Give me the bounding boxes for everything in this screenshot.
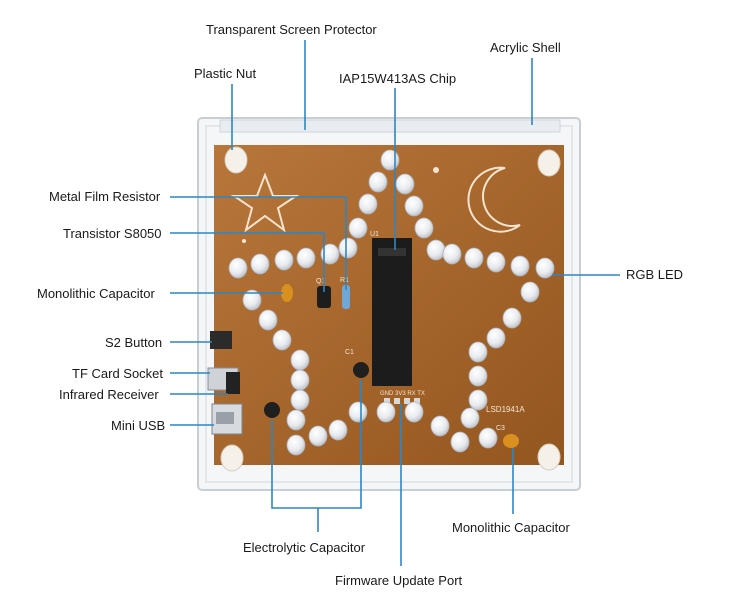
label-metal-film-resistor: Metal Film Resistor xyxy=(49,189,161,204)
electrolytic-cap-1 xyxy=(264,402,280,418)
led xyxy=(468,365,488,387)
led xyxy=(535,257,555,279)
led xyxy=(286,409,306,431)
silkscreen-dot xyxy=(433,167,439,173)
led xyxy=(395,173,415,195)
mark-q1: Q1 xyxy=(316,278,325,285)
led xyxy=(250,253,270,275)
silkscreen-moon xyxy=(467,166,521,233)
label-tf-card-socket: TF Card Socket xyxy=(72,366,164,381)
led-group xyxy=(228,149,555,456)
label-acrylic-shell: Acrylic Shell xyxy=(490,40,561,55)
plastic-nut-tl xyxy=(224,146,248,174)
led xyxy=(486,327,506,349)
led xyxy=(328,419,348,441)
led xyxy=(442,243,462,265)
led xyxy=(502,307,522,329)
mark-model: LSD1941A xyxy=(486,405,525,414)
mark-pins: GND 3V3 RX TX xyxy=(380,391,425,397)
led xyxy=(274,249,294,271)
screen-protector xyxy=(219,119,561,133)
led xyxy=(290,369,310,391)
led xyxy=(368,171,388,193)
led xyxy=(510,255,530,277)
silkscreen-star xyxy=(230,172,300,233)
label-infrared-receiver: Infrared Receiver xyxy=(59,387,159,402)
led xyxy=(414,217,434,239)
plastic-nut-tr xyxy=(537,149,561,177)
label-monolithic-capacitor-right: Monolithic Capacitor xyxy=(452,520,570,535)
led xyxy=(380,149,400,171)
led xyxy=(320,243,340,265)
led xyxy=(272,329,292,351)
led xyxy=(258,309,278,331)
label-chip: IAP15W413AS Chip xyxy=(339,71,457,86)
silkscreen-dot xyxy=(242,239,246,243)
led xyxy=(460,407,480,429)
label-mini-usb: Mini USB xyxy=(111,418,166,433)
monolithic-cap-right xyxy=(503,434,519,448)
led xyxy=(478,427,498,449)
leader-transistor xyxy=(170,232,325,292)
led xyxy=(290,389,310,411)
led xyxy=(358,193,378,215)
label-transparent-screen-protector: Transparent Screen Protector xyxy=(206,22,377,37)
mark-c3: C3 xyxy=(496,425,505,432)
led xyxy=(286,434,306,456)
firmware-header xyxy=(384,398,420,404)
led xyxy=(348,217,368,239)
led xyxy=(486,251,506,273)
led xyxy=(296,247,316,269)
mark-r1: R1 xyxy=(340,277,349,284)
leader-electrolytic xyxy=(271,380,362,532)
led xyxy=(308,425,328,447)
mark-c1: C1 xyxy=(345,349,354,356)
plastic-nut-br xyxy=(537,443,561,471)
chip-body xyxy=(372,238,412,386)
s2-button-body xyxy=(210,331,232,349)
label-firmware-update-port: Firmware Update Port xyxy=(335,573,463,588)
label-electrolytic-capacitor: Electrolytic Capacitor xyxy=(243,540,366,555)
led xyxy=(348,401,368,423)
led xyxy=(468,341,488,363)
led xyxy=(430,415,450,437)
led xyxy=(464,247,484,269)
led xyxy=(404,401,424,423)
monolithic-cap-left xyxy=(281,284,293,302)
mark-u1: U1 xyxy=(370,231,379,238)
electrolytic-cap-2 xyxy=(353,362,369,378)
leader-resistor xyxy=(170,196,347,290)
led xyxy=(468,389,488,411)
led xyxy=(450,431,470,453)
plastic-nut-bl xyxy=(220,444,244,472)
led xyxy=(520,281,540,303)
label-monolithic-capacitor-left: Monolithic Capacitor xyxy=(37,286,155,301)
label-plastic-nut: Plastic Nut xyxy=(194,66,257,81)
led xyxy=(376,401,396,423)
led xyxy=(290,349,310,371)
label-transistor: Transistor S8050 xyxy=(63,226,162,241)
led xyxy=(404,195,424,217)
led xyxy=(338,237,358,259)
ir-receiver-body xyxy=(226,372,240,394)
resistor-body xyxy=(342,285,350,309)
led xyxy=(228,257,248,279)
transistor-body xyxy=(317,286,331,308)
led xyxy=(242,289,262,311)
label-s2-button: S2 Button xyxy=(105,335,163,350)
led xyxy=(426,239,446,261)
label-rgb-led: RGB LED xyxy=(626,267,684,282)
leader-lines xyxy=(170,40,620,566)
